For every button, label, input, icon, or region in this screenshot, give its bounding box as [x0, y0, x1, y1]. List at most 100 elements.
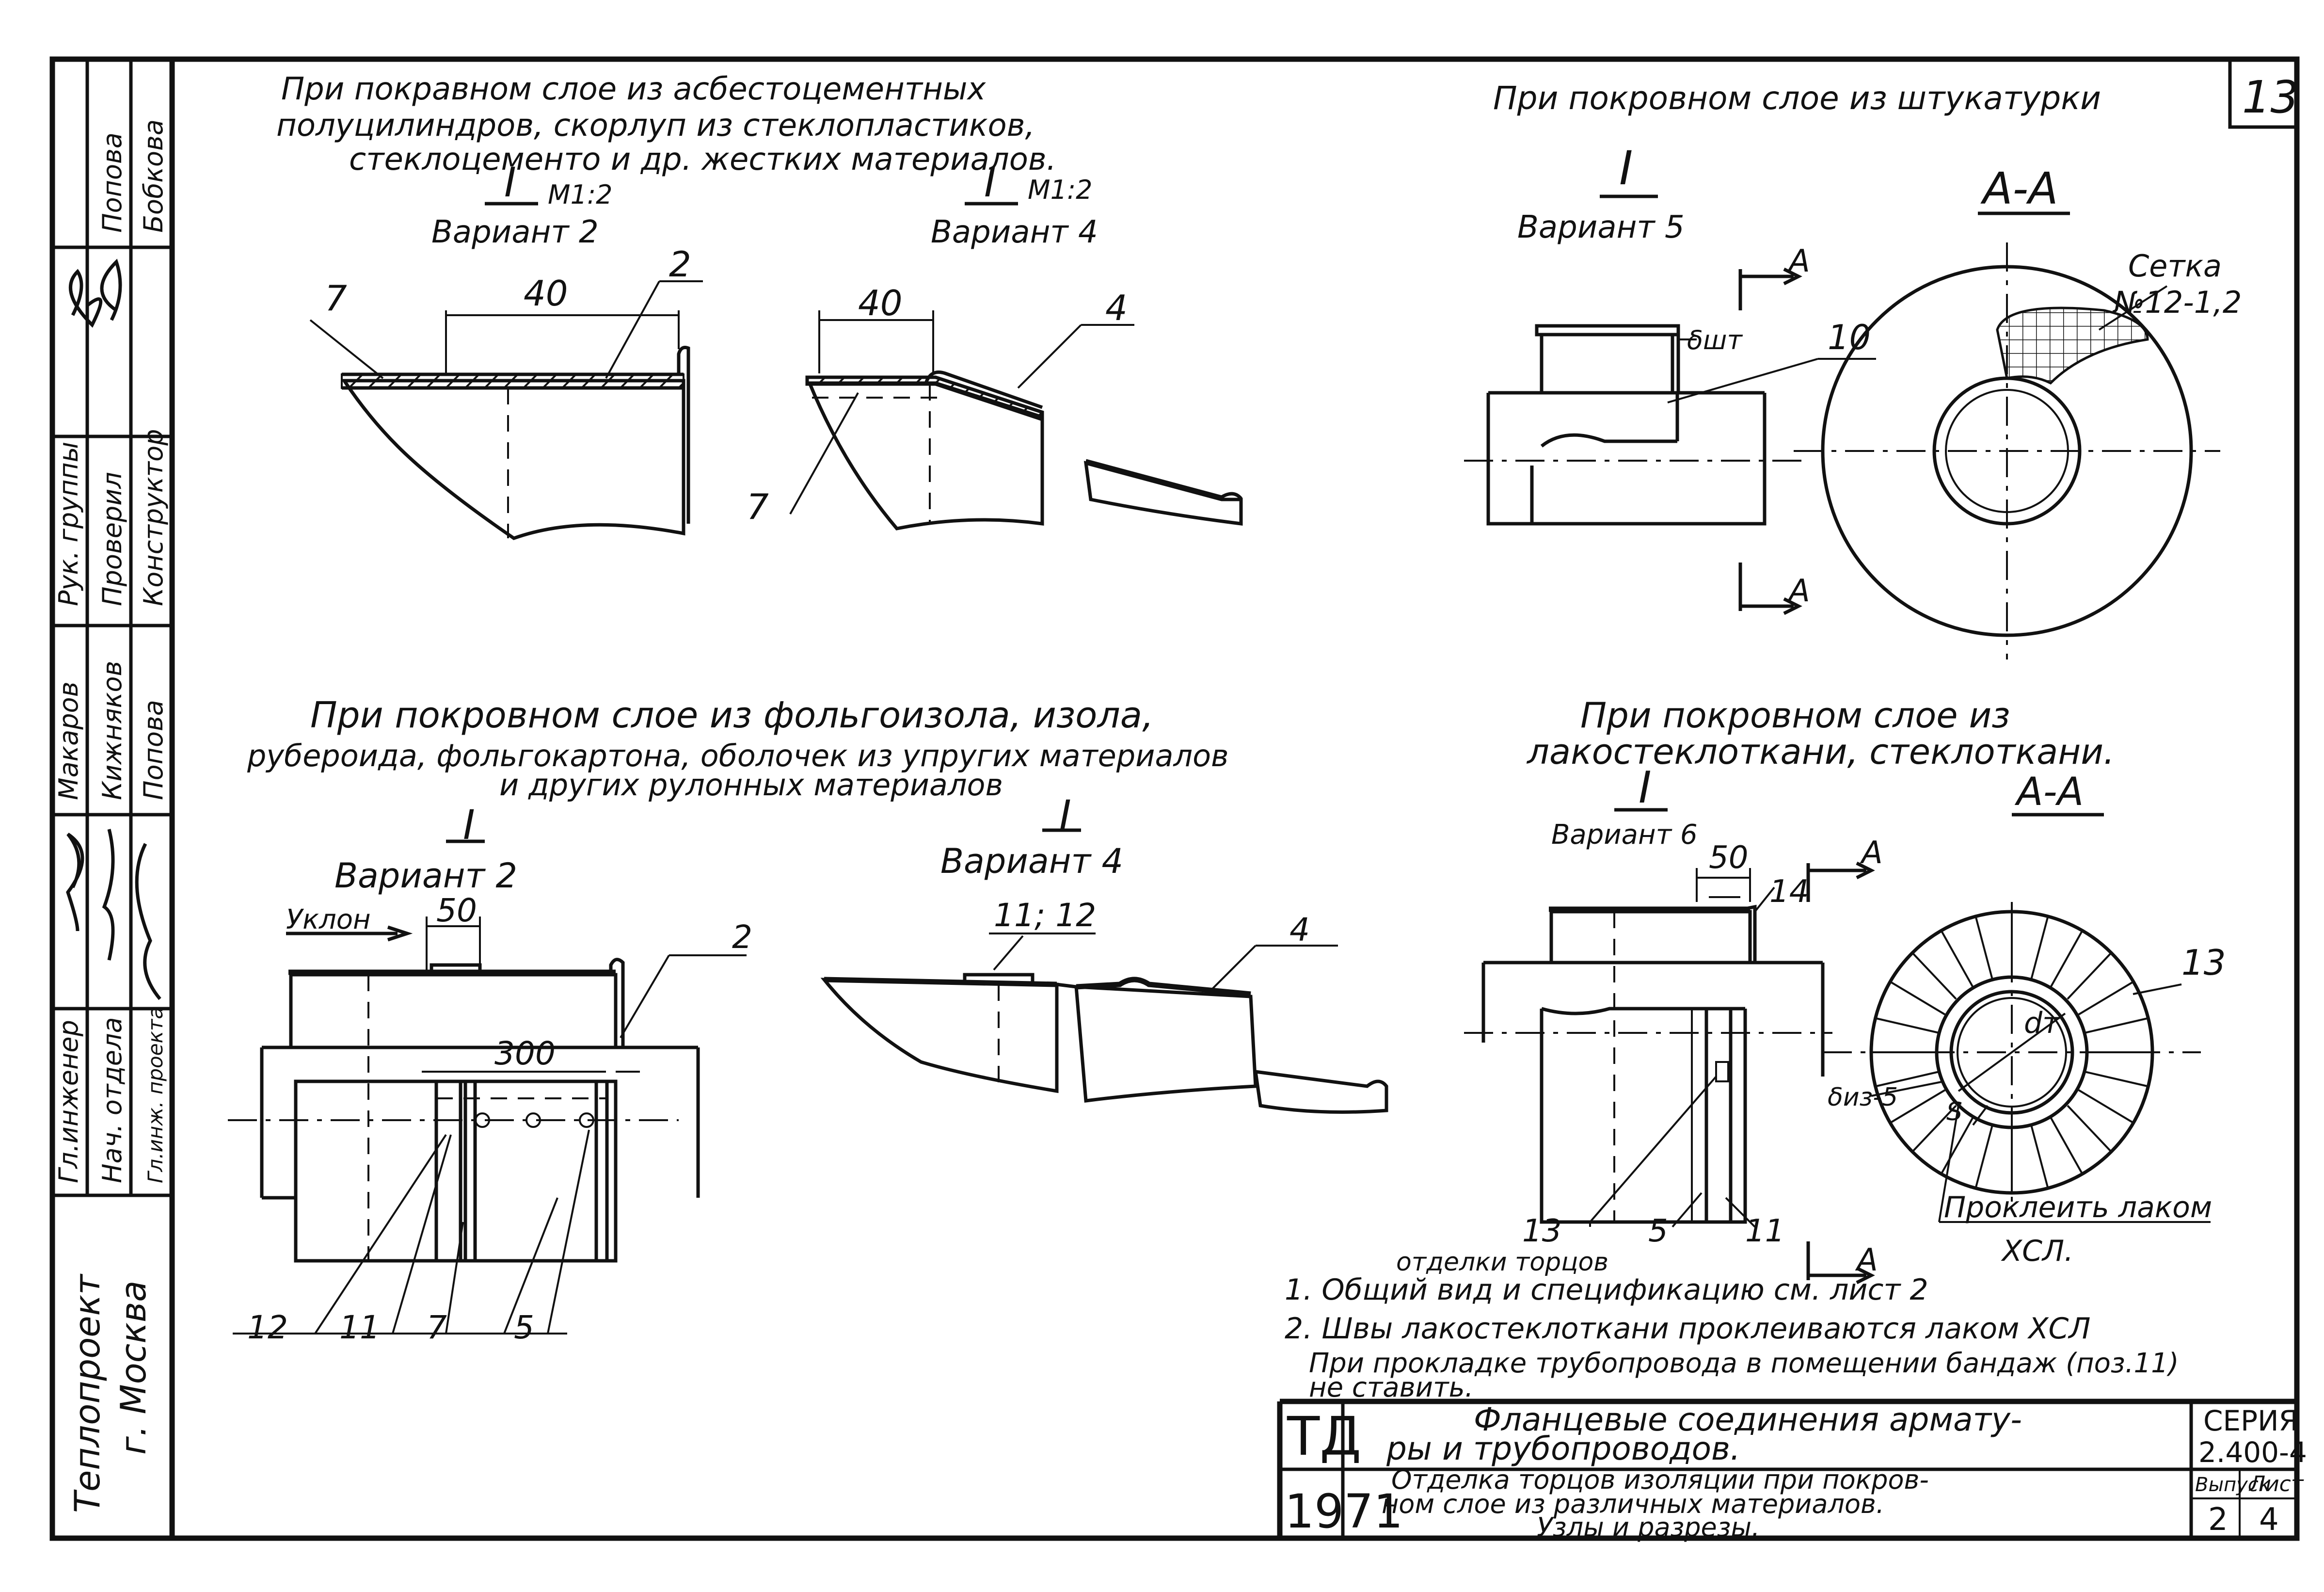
- dimension-label: dт: [2024, 1006, 2060, 1040]
- issue-value: 2: [2208, 1502, 2228, 1538]
- cut-label: А: [1787, 243, 1810, 279]
- signature-name: Макаров: [53, 681, 84, 800]
- sheet-label: Лист: [2248, 1472, 2304, 1496]
- plaster-drawing: [1464, 267, 1876, 615]
- signature-role: Рук. группы: [53, 442, 84, 606]
- roll-title: и других рулонных материалов: [499, 767, 1003, 803]
- view-mark: I: [1619, 141, 1633, 195]
- position-label: 4: [1289, 911, 1310, 949]
- dimension-label: 40: [524, 273, 568, 314]
- scale-label: М1:2: [1028, 175, 1093, 205]
- position-label: 13: [1522, 1213, 1561, 1249]
- position-label: 2: [732, 918, 752, 956]
- dimension-label: δиз-5: [1828, 1083, 1898, 1112]
- signature-name: Бобкова: [138, 119, 169, 233]
- rigid-title: стеклоцементо и др. жестких материалов.: [349, 142, 1056, 177]
- dimension-label: 40: [858, 283, 903, 323]
- fabric-title: При покровном слое из: [1580, 695, 2010, 736]
- notes-heading: отделки торцов: [1396, 1248, 1608, 1277]
- section-label: А-А: [2014, 769, 2084, 814]
- signature-scribble: [135, 843, 161, 1000]
- fabric-section-aa: [1823, 902, 2211, 1223]
- rigid-title: полуцилиндров, скорлуп из стеклопластико…: [276, 108, 1035, 144]
- position-label: 5: [514, 1309, 534, 1346]
- dimension-label: δшт: [1687, 325, 1743, 355]
- drawing-title: ры и трубопроводов.: [1386, 1430, 1740, 1467]
- dimension-label: 50: [1709, 840, 1748, 876]
- signature-role: Конструктор: [138, 429, 169, 606]
- signature-scribble: [69, 269, 103, 328]
- roll-variant2-drawing: [228, 917, 747, 1335]
- position-label: 4: [1105, 288, 1128, 328]
- series-value: 2.400-4: [2198, 1436, 2307, 1469]
- signature-scribble: [100, 258, 122, 321]
- fabric-title: лакостеклоткани, стеклоткани.: [1526, 731, 2115, 772]
- cut-label: А: [1860, 835, 1883, 871]
- roll-title: При покровном слое из фольгоизола, изола…: [310, 694, 1154, 736]
- position-label: 10: [1828, 318, 1871, 357]
- position-label: 13: [2181, 942, 2226, 983]
- position-label: 11: [339, 1309, 380, 1346]
- sheet-number: 13: [2242, 71, 2299, 123]
- title-year: 1971: [1285, 1484, 1403, 1539]
- signature-role: Нач. отдела: [97, 1017, 127, 1183]
- plaster-title: При покровном слое из штукатурки: [1493, 80, 2101, 117]
- scale-label: М1:2: [548, 179, 613, 210]
- cut-label: А: [1787, 573, 1810, 609]
- view-mark: I: [504, 159, 516, 206]
- drawing-subtitle: ном слое из различных материалов.: [1382, 1489, 1884, 1519]
- title-block: [1277, 1399, 2297, 1538]
- view-mark: I: [1639, 762, 1652, 813]
- signature-role: Гл.инженер: [53, 1020, 84, 1183]
- dimension-label: S: [1946, 1097, 1962, 1126]
- roll-variant4-drawing: [820, 933, 1388, 1114]
- note-3: При прокладке трубопровода в помещении б…: [1309, 1348, 2179, 1379]
- position-label: 14: [1769, 874, 1809, 910]
- drawing-subtitle: Узлы и разрезы.: [1537, 1512, 1760, 1543]
- variant-label: Вариант 4: [931, 214, 1098, 250]
- signature-scribble: [102, 829, 115, 961]
- org-city: г. Москва: [113, 1281, 154, 1455]
- view-mark: I: [984, 159, 996, 206]
- series-label: СЕРИЯ: [2203, 1404, 2298, 1437]
- slope-label: Уклон: [286, 904, 371, 935]
- sheet-frame: [49, 56, 2300, 1541]
- mesh-label: Сетка: [2128, 248, 2222, 284]
- dimension-label: 50: [436, 892, 477, 929]
- variant-label: Вариант 2: [334, 856, 517, 896]
- plaster-section-aa: [1794, 242, 2220, 659]
- position-label: 7: [747, 486, 769, 527]
- signature-name: Попова: [138, 700, 169, 800]
- rigid-title: При покравном слое из асбестоцементных: [281, 71, 986, 107]
- signature-name: Попова: [97, 132, 127, 233]
- variant-label: Вариант 6: [1551, 819, 1698, 851]
- rigid-variant4-drawing: [789, 310, 1243, 531]
- note-2: 2. Швы лакостеклоткани проклеиваются лак…: [1285, 1312, 2091, 1346]
- note-1: 1. Общий вид и спецификацию см. лист 2: [1285, 1273, 1928, 1307]
- position-label: 7: [325, 278, 347, 319]
- variant-label: Вариант 5: [1517, 209, 1685, 245]
- signature-role: Проверил: [97, 472, 127, 606]
- sheet-value: 4: [2259, 1502, 2279, 1538]
- signature-strip: [52, 59, 172, 1197]
- org-name: Теплопроект: [67, 1273, 108, 1513]
- glue-label: Проклеить лаком: [1944, 1190, 2212, 1224]
- note-3: не ставить.: [1309, 1372, 1473, 1403]
- position-label: 11: [1745, 1213, 1784, 1249]
- rigid-variant2-drawing: [309, 280, 703, 540]
- section-label: А-А: [1980, 163, 2058, 214]
- signature-role: Гл.инж. проекта: [143, 1007, 167, 1183]
- mesh-label: №12-1,2: [2112, 285, 2242, 320]
- signature-scribble: [66, 833, 84, 932]
- dimension-label: 300: [494, 1035, 556, 1072]
- position-label: 12: [247, 1309, 288, 1346]
- variant-label: Вариант 4: [940, 841, 1123, 881]
- roll-title: рубероида, фольгокартона, оболочек из уп…: [247, 738, 1229, 773]
- drawing-title: Фланцевые соединения армату-: [1474, 1401, 2022, 1438]
- position-label: 7: [427, 1309, 447, 1346]
- position-label: 11; 12: [994, 897, 1096, 934]
- signature-name: Кижняков: [97, 661, 127, 800]
- fabric-drawing: [1464, 861, 1875, 1285]
- title-code: ТД: [1287, 1405, 1361, 1467]
